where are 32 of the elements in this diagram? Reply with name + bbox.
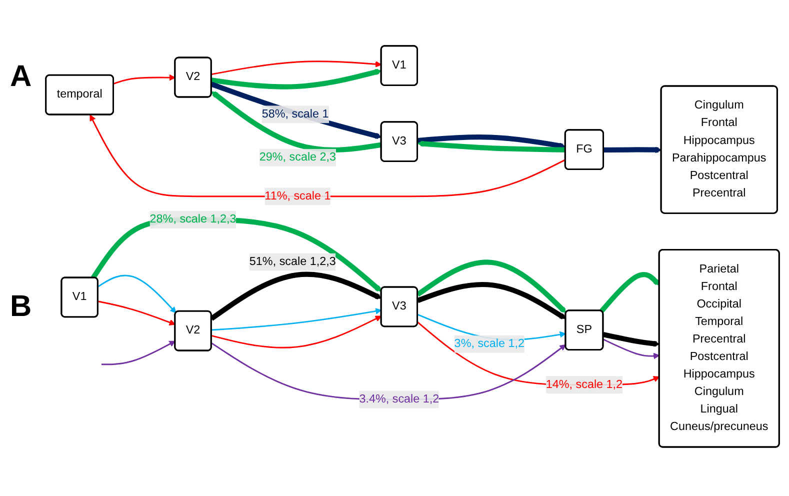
arrow	[603, 338, 660, 359]
panel-label: A	[10, 60, 32, 94]
arrow	[211, 308, 382, 330]
edge-label: 29%, scale 2,3	[259, 150, 336, 164]
arrow	[210, 81, 382, 139]
arrow	[416, 282, 566, 319]
arrow	[90, 114, 566, 197]
arrow	[211, 315, 382, 348]
edge-label: 28%, scale 1,2,3	[150, 212, 236, 226]
arrow	[211, 60, 382, 75]
arrow	[417, 321, 660, 386]
edge-label: 11%, scale 1	[264, 189, 331, 202]
edge-label: 58%, scale 1	[262, 107, 329, 120]
arrow	[604, 146, 662, 153]
edge-label: 3.4%, scale 1,2	[359, 392, 440, 405]
arrow	[417, 134, 566, 149]
arrow	[416, 259, 566, 313]
arrow	[101, 340, 176, 365]
arrow	[91, 216, 382, 292]
arrow	[98, 300, 176, 326]
arrow	[600, 272, 660, 312]
arrow	[98, 274, 176, 313]
arrow	[211, 68, 382, 89]
panel-label: B	[10, 290, 32, 324]
arrow	[602, 332, 660, 346]
arrow	[113, 74, 176, 84]
edge-label: 51%, scale 1,2,3	[249, 255, 336, 268]
arrow	[417, 140, 566, 152]
edge-label: 3%, scale 1,2	[454, 337, 524, 350]
edge-label: 14%, scale 1,2	[546, 378, 623, 390]
arrow	[210, 271, 382, 320]
arrow	[211, 90, 382, 152]
